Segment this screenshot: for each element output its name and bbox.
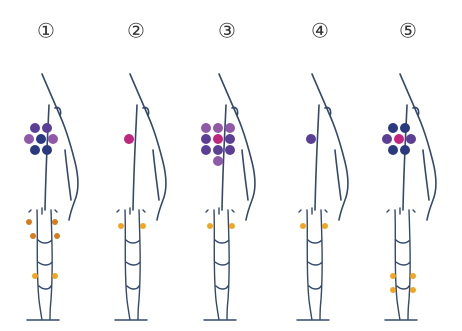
- marker-dot: [30, 145, 40, 155]
- leg-marker-dot: [30, 233, 36, 239]
- marker-dot: [201, 123, 211, 133]
- leg-marker-dot: [300, 223, 306, 229]
- leg-marker-dot: [26, 219, 32, 225]
- leg-marker-dot: [207, 223, 213, 229]
- marker-dot: [213, 156, 223, 166]
- marker-dot: [124, 134, 134, 144]
- body-silhouette: [130, 74, 166, 220]
- marker-dot: [42, 123, 52, 133]
- body-silhouette: [312, 74, 348, 220]
- leg-marker-dot: [229, 223, 235, 229]
- marker-dot: [225, 123, 235, 133]
- leg-marker-dot: [390, 273, 396, 279]
- figure-panel-5: ⑤: [382, 19, 436, 321]
- marker-dot: [400, 145, 410, 155]
- leg-marker-dot: [322, 223, 328, 229]
- marker-dot: [400, 123, 410, 133]
- marker-dot: [213, 134, 223, 144]
- marker-dot: [388, 123, 398, 133]
- marker-dot: [48, 134, 58, 144]
- leg-marker-dot: [410, 287, 416, 293]
- marker-dot: [201, 134, 211, 144]
- legs-outline: [385, 208, 417, 320]
- panel-number-label: ②: [127, 19, 145, 43]
- marker-dot: [225, 134, 235, 144]
- marker-dot: [406, 134, 416, 144]
- leg-marker-dot: [52, 273, 58, 279]
- panel-number-label: ④: [311, 19, 329, 43]
- leg-marker-dot: [410, 273, 416, 279]
- panel-number-label: ⑤: [399, 19, 417, 43]
- marker-dot: [42, 145, 52, 155]
- figure-panel-1: ①: [24, 19, 78, 321]
- figure-panel-3: ③: [201, 19, 255, 321]
- figure-panel-2: ②: [115, 19, 166, 321]
- marker-dot: [388, 145, 398, 155]
- leg-marker-dot: [390, 287, 396, 293]
- leg-marker-dot: [54, 233, 60, 239]
- marker-dot: [225, 145, 235, 155]
- marker-dot: [24, 134, 34, 144]
- marker-dot: [213, 145, 223, 155]
- marker-dot: [394, 134, 404, 144]
- body-silhouette: [219, 74, 255, 220]
- marker-dot: [382, 134, 392, 144]
- figure-panel-4: ④: [297, 19, 348, 321]
- leg-marker-dot: [52, 219, 58, 225]
- leg-marker-dot: [118, 223, 124, 229]
- leg-marker-dot: [140, 223, 146, 229]
- panel-number-label: ③: [218, 19, 236, 43]
- marker-dot: [213, 123, 223, 133]
- marker-dot: [36, 134, 46, 144]
- leg-marker-dot: [32, 273, 38, 279]
- marker-dot: [306, 134, 316, 144]
- marker-dot: [30, 123, 40, 133]
- panel-number-label: ①: [37, 19, 55, 43]
- marker-dot: [201, 145, 211, 155]
